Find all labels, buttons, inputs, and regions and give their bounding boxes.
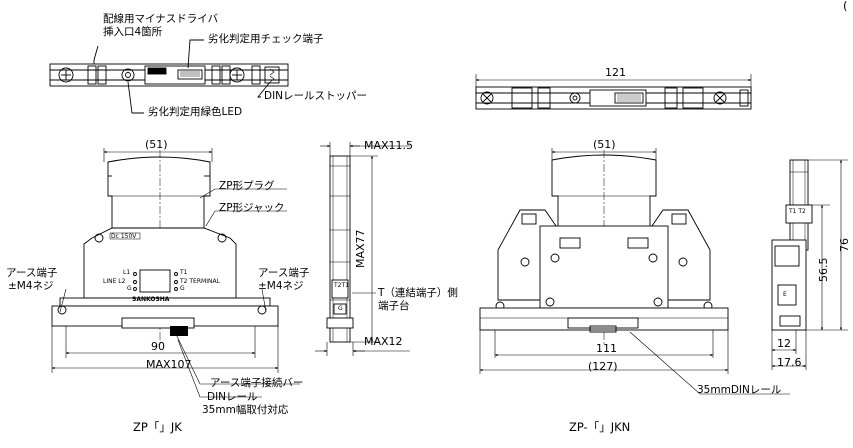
right-side-block-text2: E (783, 291, 787, 298)
side-max12: MAX12 (364, 335, 403, 348)
panel-line-l2: LINE L2 (103, 278, 126, 285)
driver-slot-label-line2: 挿入口4箇所 (103, 26, 163, 38)
left-dim-51: (51) (145, 138, 168, 151)
earth-left-line2: ±M4ネジ (8, 280, 54, 292)
earth-right-line1: アース端子 (258, 267, 310, 279)
right-dim-121: 121 (605, 66, 626, 79)
right-din-rail-label: 35mmDINレール (697, 384, 782, 396)
panel-brand: SANKOSHA (132, 296, 170, 303)
side-block-text2: G (338, 305, 343, 312)
side-max11-5: MAX11.5 (364, 139, 414, 152)
right-dim-111: 111 (596, 342, 617, 355)
right-top-view (475, 74, 752, 110)
driver-slot-label-line1: 配線用マイナスドライバ (103, 13, 219, 25)
panel-g-left: G (127, 285, 132, 292)
side-block-text: T2T1 (334, 282, 349, 289)
right-dim-12: 12 (777, 337, 791, 350)
right-dim-76: 76 (838, 238, 851, 252)
left-dim-90: 90 (151, 340, 165, 353)
right-dim-17-6: 17.6 (777, 356, 802, 369)
left-dim-max107: MAX107 (146, 358, 192, 371)
din-rail-label-line2: 35mm幅取付対応 (202, 404, 289, 416)
panel-g-right: G (180, 285, 185, 292)
earth-left-line1: アース端子 (6, 267, 58, 279)
zp-jack-label: ZP形ジャック (219, 202, 285, 214)
corner-mark: ( (843, 0, 848, 13)
panel-voltage-tag: Dc 150V (111, 233, 137, 240)
right-side-block-text: T1 T2 (789, 208, 806, 215)
t-terminal-line1: T（連結端子）側 (378, 287, 458, 299)
t-terminal-line2: 端子台 (378, 300, 410, 312)
panel-t2-terminal: T2 TERMINAL (180, 278, 220, 285)
right-front-view (479, 148, 790, 395)
side-max77: MAX77 (354, 229, 367, 268)
din-rail-label-line1: DINレール (207, 391, 258, 403)
right-dim-127: (127) (588, 360, 618, 373)
right-dim-56-5: 56.5 (817, 257, 830, 283)
panel-l1: L1 (123, 269, 131, 276)
left-side-view (315, 142, 410, 356)
din-stopper-label: DINレールストッパー (264, 90, 368, 102)
right-dim-51: (51) (593, 138, 616, 151)
panel-t1: T1 (180, 269, 188, 276)
check-terminal-label: 劣化判定用チェック端子 (208, 33, 324, 45)
left-caption: ZP「」JK (133, 420, 182, 434)
green-led-label: 劣化判定用緑色LED (148, 106, 243, 118)
left-front-view (51, 148, 300, 398)
right-side-view (771, 159, 848, 370)
left-top-view (49, 39, 289, 114)
earth-right-line2: ±M4ネジ (258, 280, 304, 292)
zp-plug-label: ZP形プラグ (219, 180, 275, 192)
earth-bar-label: アース端子接続バー (210, 377, 304, 389)
right-caption: ZP-「」JKN (569, 420, 631, 434)
